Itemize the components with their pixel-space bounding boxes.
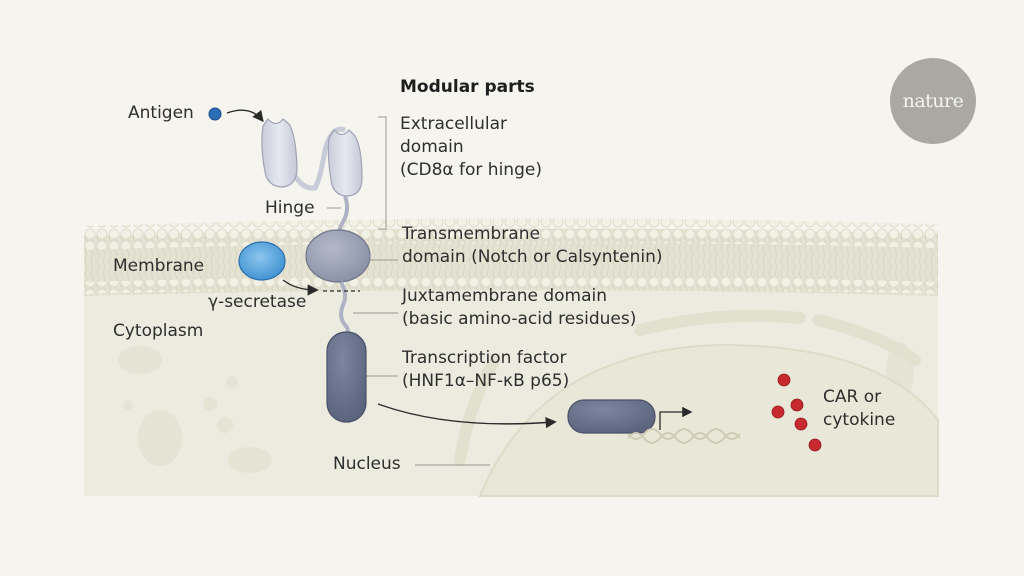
- label-transcription-factor: Transcription factor (HNF1α–NF-κB p65): [402, 347, 569, 393]
- transcription-start-icon: [659, 406, 693, 430]
- label-line: domain (Notch or Calsyntenin): [402, 247, 663, 267]
- label-car-or-cytokine: CAR or cytokine: [823, 386, 895, 432]
- membrane-bilayer: [83, 218, 939, 296]
- label-cytoplasm: Cytoplasm: [113, 321, 204, 341]
- label-antigen: Antigen: [128, 103, 194, 123]
- product-molecule: [808, 438, 822, 452]
- label-hinge: Hinge: [265, 198, 315, 218]
- extracellular-domain: [261, 118, 363, 237]
- nuclear-transcription-factor: [567, 399, 656, 434]
- label-line: cytokine: [823, 410, 896, 430]
- label-gamma-secretase: γ-secretase: [208, 292, 307, 312]
- label-line: Transcription factor: [402, 348, 567, 368]
- label-line: Juxtamembrane domain: [402, 286, 608, 306]
- transmembrane-domain: [305, 229, 371, 283]
- label-line: Transmembrane: [402, 224, 540, 244]
- label-juxtamembrane: Juxtamembrane domain (basic amino-acid r…: [402, 285, 636, 331]
- label-line: (HNF1α–NF-κB p65): [402, 371, 570, 391]
- transcription-factor: [326, 331, 367, 423]
- antigen-arrow: [226, 109, 264, 123]
- product-molecule: [794, 417, 808, 431]
- antigen-icon: [208, 107, 222, 121]
- cytoplasm-organelles: [118, 342, 914, 473]
- product-molecule: [777, 373, 791, 387]
- er-strands: [454, 309, 921, 466]
- label-membrane: Membrane: [113, 256, 205, 276]
- nucleus: [478, 343, 939, 497]
- logo-text: nature: [902, 90, 964, 112]
- product-molecule: [790, 398, 804, 412]
- label-line: Extracellular: [400, 114, 508, 134]
- product-molecule: [771, 405, 785, 419]
- label-line: domain: [400, 137, 464, 157]
- cleavage-arrow: [282, 279, 319, 296]
- label-line: (basic amino-acid residues): [402, 309, 637, 329]
- label-line: (CD8α for hinge): [400, 160, 542, 180]
- label-line: CAR or: [823, 387, 882, 407]
- dna-helix: [627, 428, 741, 444]
- translocation-arrow: [377, 403, 557, 429]
- nature-logo: nature: [890, 58, 976, 144]
- product-molecules: [771, 373, 822, 452]
- figure-title: Modular parts: [400, 77, 535, 97]
- label-extracellular: Extracellular domain (CD8α for hinge): [400, 113, 542, 182]
- leader-lines: [327, 116, 490, 466]
- label-transmembrane: Transmembrane domain (Notch or Calsynten…: [402, 223, 663, 269]
- label-nucleus: Nucleus: [333, 454, 401, 474]
- gamma-secretase: [238, 241, 286, 281]
